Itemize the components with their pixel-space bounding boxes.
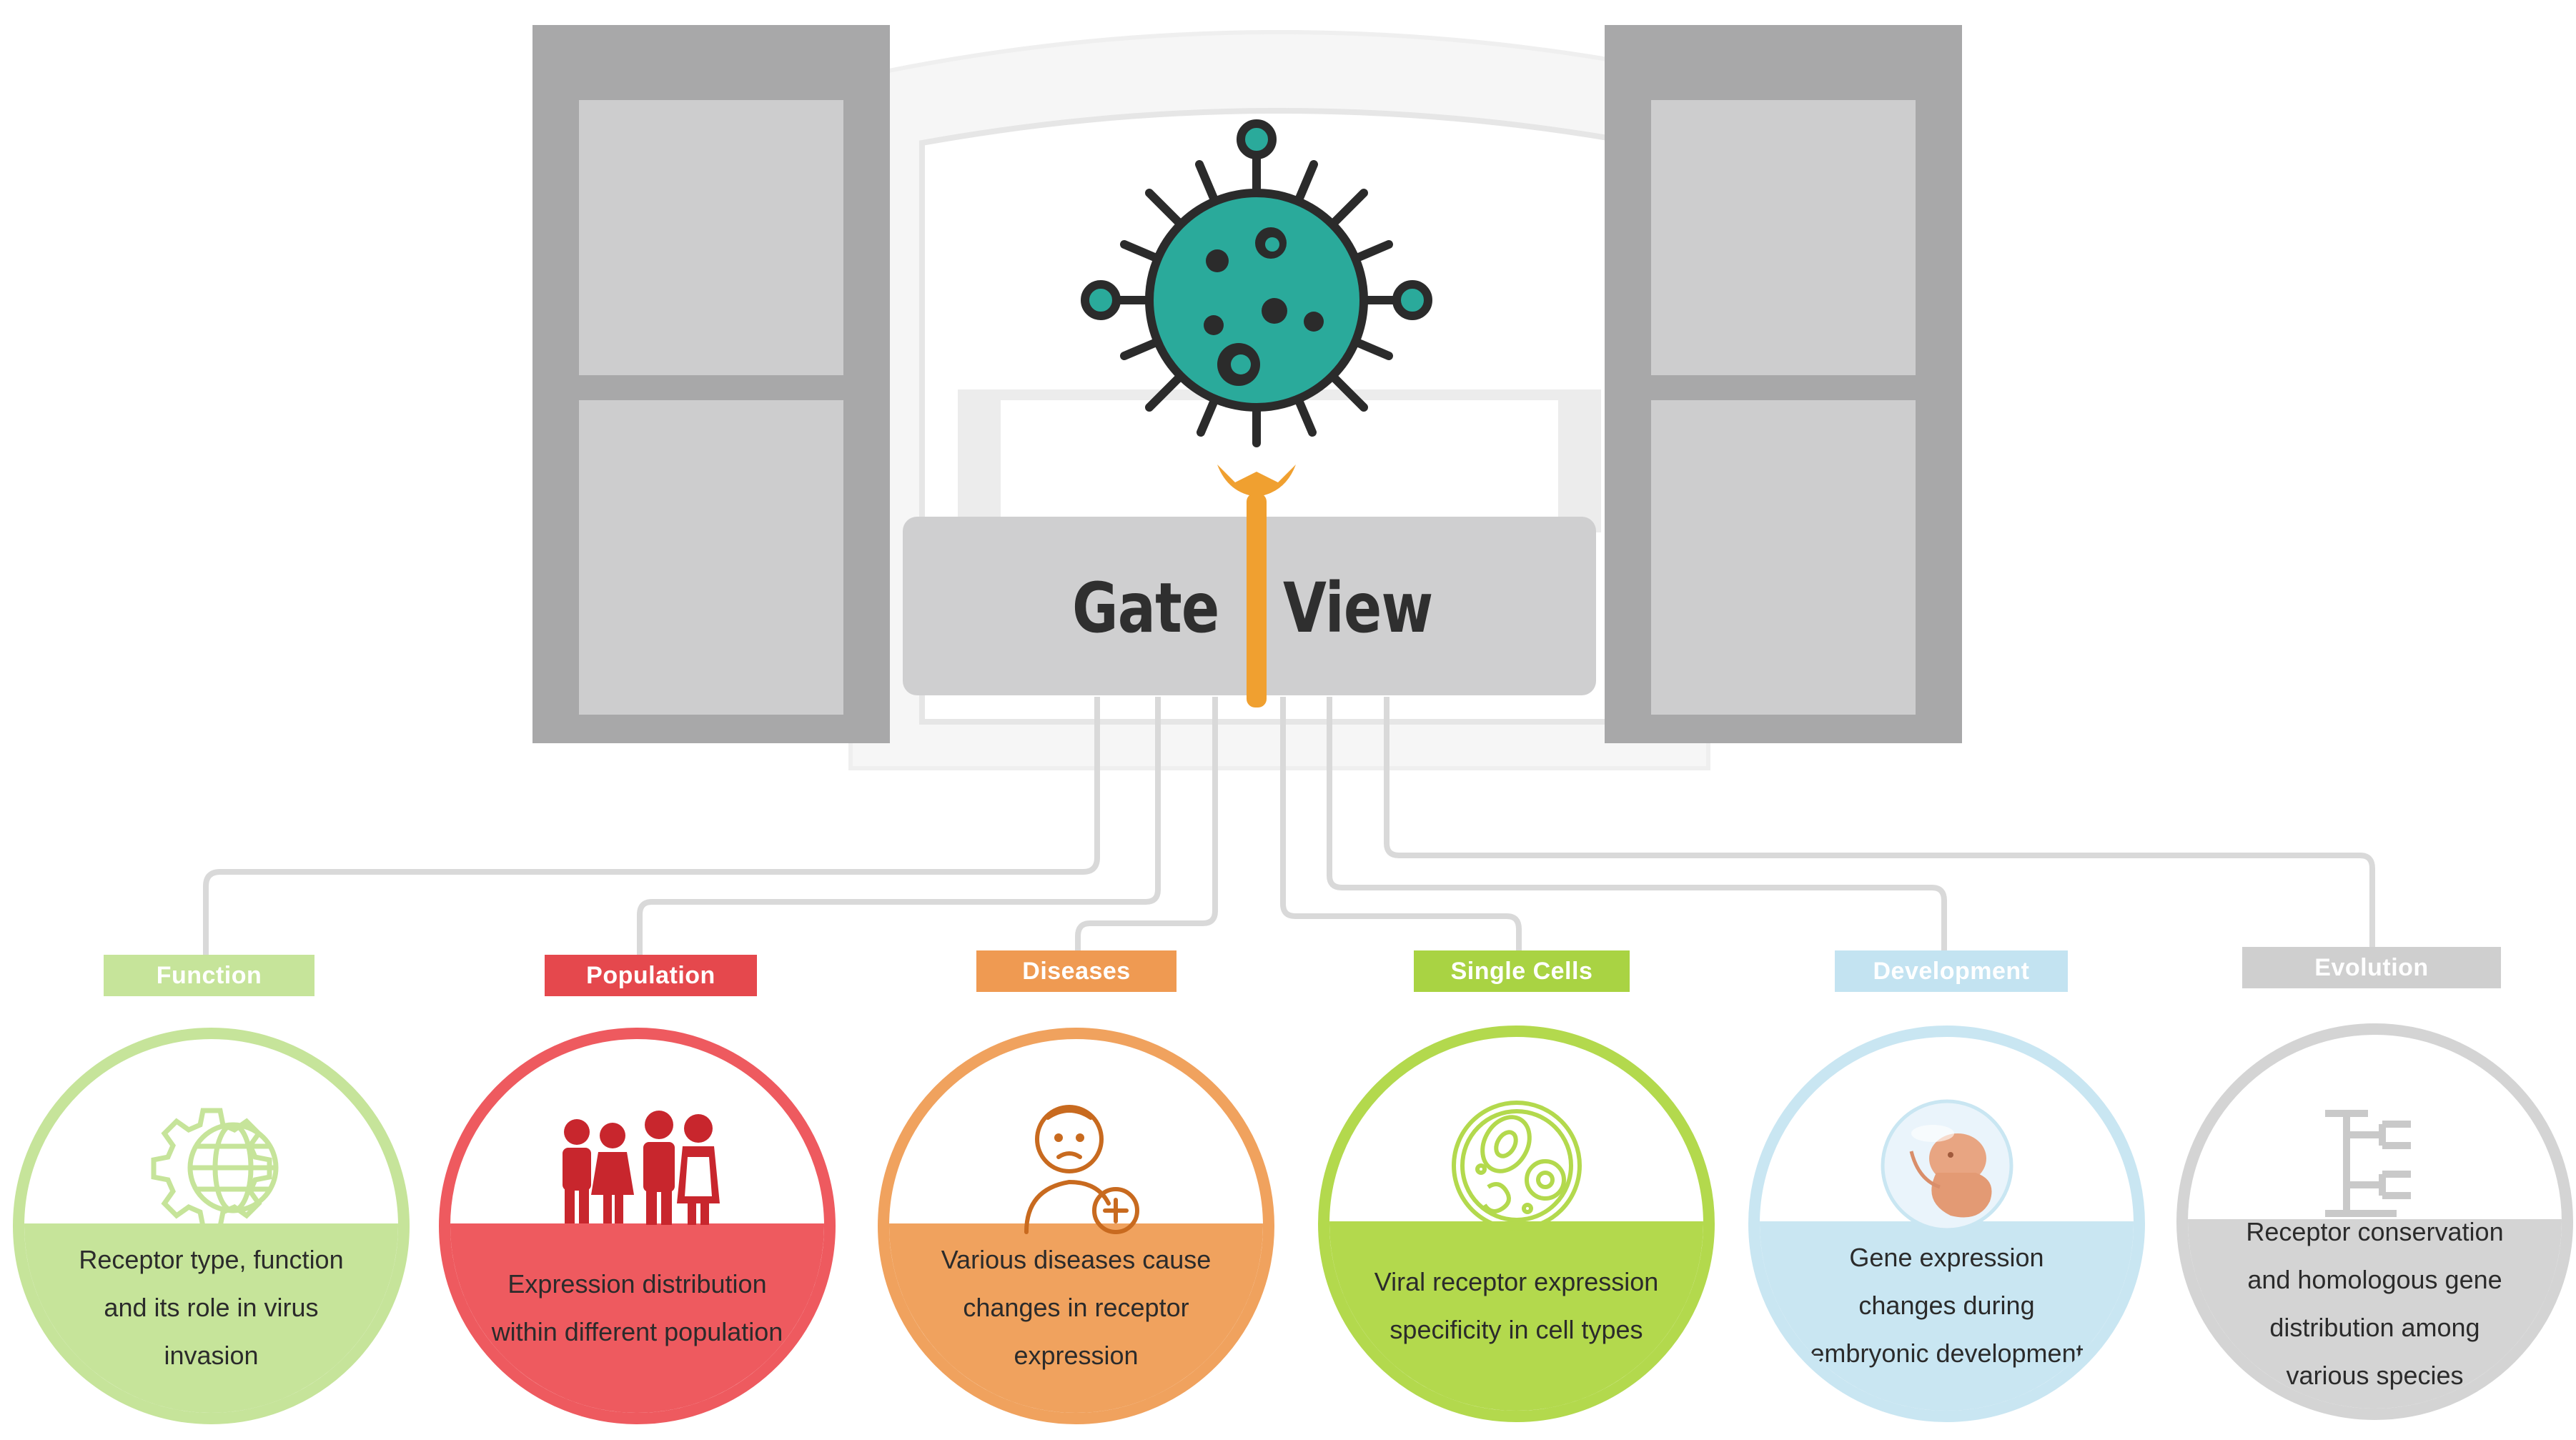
card-single-cells: Viral receptor expression specificity in… — [1318, 1026, 1715, 1422]
tag-population: Population — [545, 955, 757, 996]
card-fill — [450, 1223, 824, 1413]
virus-icon — [1081, 119, 1432, 707]
connector-lines — [203, 697, 2375, 958]
card-fill — [1760, 1221, 2134, 1411]
family-icon — [562, 1111, 720, 1225]
tag-development: Development — [1835, 950, 2068, 992]
phylogeny-tree-icon — [2324, 1110, 2411, 1217]
embryo-icon — [1881, 1099, 2013, 1232]
tag-diseases: Diseases — [976, 950, 1176, 992]
card-fill — [2188, 1219, 2562, 1409]
card-population: Expression distribution within different… — [439, 1028, 836, 1424]
card-development: Gene expression changes during embryonic… — [1748, 1026, 2145, 1422]
card-desc-function: Receptor type, function and its role in … — [79, 1245, 344, 1370]
card-fill — [24, 1223, 398, 1413]
card-desc-population: Expression distribution within different… — [491, 1268, 783, 1346]
title-gate: Gate — [1072, 568, 1219, 648]
card-desc-diseases: Various diseases cause changes in recept… — [941, 1245, 1212, 1370]
cell-icon — [1451, 1101, 1582, 1231]
tag-single-cells: Single Cells — [1414, 950, 1630, 992]
tag-function: Function — [104, 955, 314, 996]
card-fill — [889, 1223, 1263, 1413]
title-view: View — [1283, 568, 1433, 648]
card-evolution: Receptor conservation and homologous gen… — [2176, 1023, 2573, 1420]
card-fill — [1329, 1221, 1703, 1411]
right-shutter — [1605, 25, 1962, 743]
gear-globe-icon — [151, 1108, 278, 1229]
card-desc-single-cells: Viral receptor expression specificity in… — [1374, 1266, 1659, 1344]
tag-evolution: Evolution — [2242, 947, 2501, 988]
card-desc-development: Gene expression changes during embryonic… — [1810, 1243, 2084, 1368]
left-shutter — [532, 25, 890, 743]
card-diseases: Various diseases cause changes in recept… — [878, 1028, 1274, 1424]
sick-person-icon — [1024, 1105, 1139, 1234]
card-desc-evolution: Receptor conservation and homologous gen… — [2246, 1216, 2504, 1390]
card-function: Receptor type, function and its role in … — [13, 1028, 410, 1424]
